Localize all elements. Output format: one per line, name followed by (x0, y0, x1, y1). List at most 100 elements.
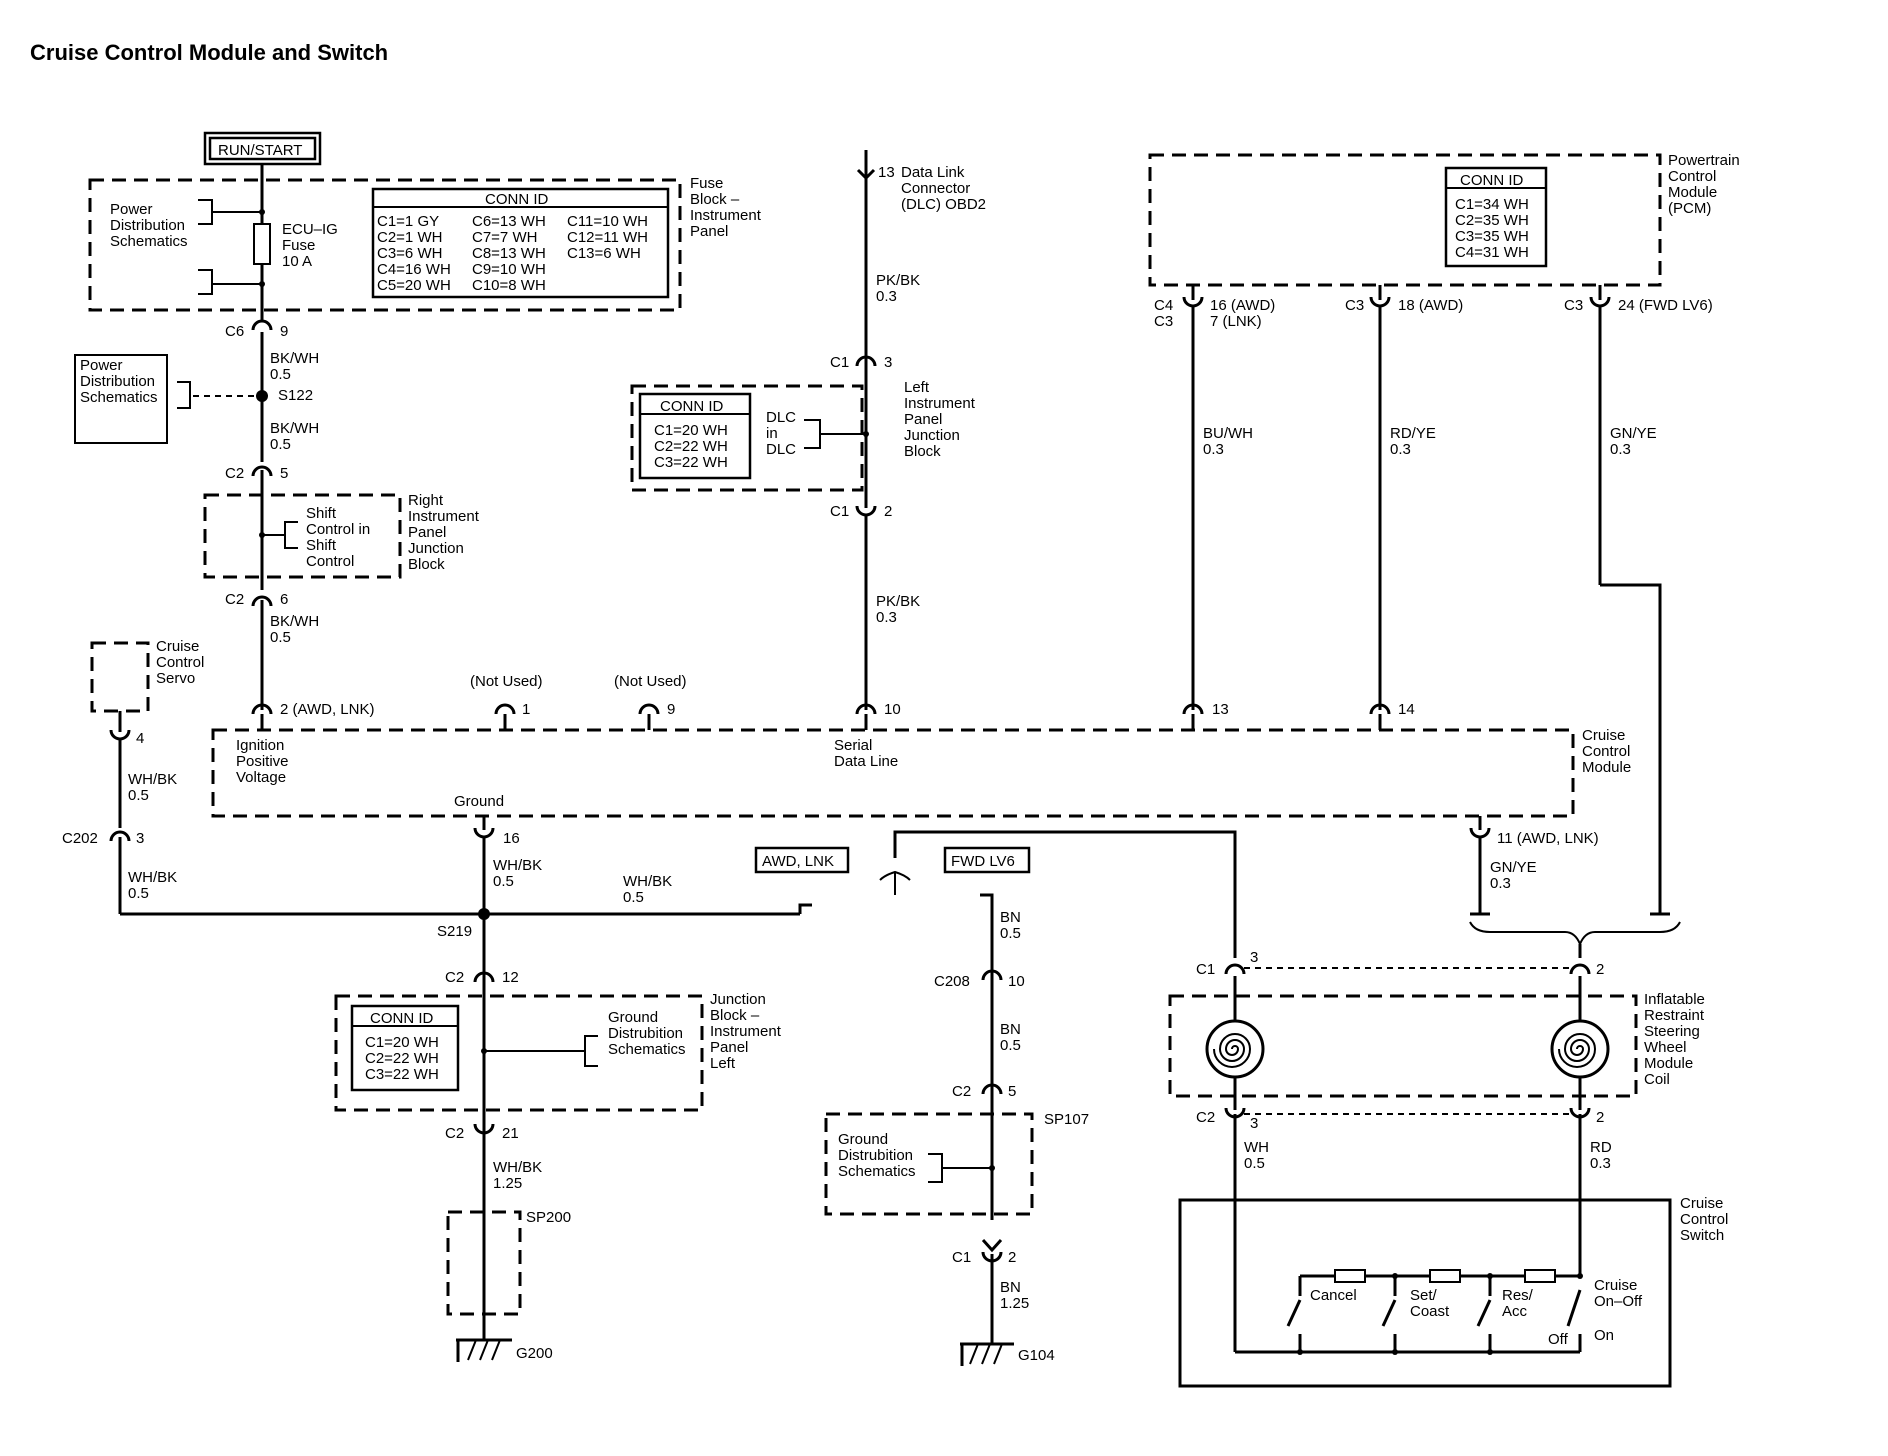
ccm-p16: 16 (503, 830, 520, 847)
shift-bracket (284, 521, 298, 549)
power-dist-2: Schematics (110, 233, 188, 250)
coil-left-spiral-icon (1205, 1019, 1265, 1079)
coil-wl-gauge: 0.5 (1244, 1155, 1265, 1172)
pcm-p1-pin-0: 16 (AWD) (1210, 297, 1275, 314)
jb-conn-c2: C2=22 WH (365, 1050, 439, 1067)
pcm-conn-c4: C4=31 WH (1455, 244, 1529, 261)
fuse-label-2: 10 A (282, 253, 312, 270)
ccm-serial-1: Data Line (834, 753, 898, 770)
connector-c6 (251, 319, 273, 331)
fwd-w2-gauge: 0.5 (1000, 1037, 1021, 1054)
pcm-p3-conn: C3 (1564, 297, 1583, 314)
coil-c2-pin2: 2 (1596, 1109, 1604, 1126)
lip-1: Instrument (904, 395, 976, 412)
fuse-conn-c4: C4=16 WH (377, 261, 451, 278)
connector-c202 (109, 830, 131, 842)
lip-2: Panel (904, 411, 942, 428)
switch-label-0: Cruise (1680, 1195, 1723, 1212)
lip-3: Junction (904, 427, 960, 444)
fuse-conn-c7: C7=7 WH (472, 229, 537, 246)
pd2-2: Schematics (80, 389, 158, 406)
power-dist-1: Distribution (110, 217, 185, 234)
switch-onoff-contact-icon (1566, 1273, 1583, 1352)
fuse-block-label-1: Block – (690, 191, 740, 208)
switch-cancel: Cancel (1310, 1287, 1357, 1304)
coil-label-2: Steering (1644, 1023, 1700, 1040)
switch-set-0: Set/ (1410, 1287, 1438, 1304)
fwd-w1-color: BN (1000, 909, 1021, 926)
jb-0: Junction (710, 991, 766, 1008)
servo-w-color: WH/BK (128, 771, 177, 788)
fuse-conn-c1: C1=1 GY (377, 213, 439, 230)
pcm-label-1: Control (1668, 168, 1716, 185)
rip-box (203, 493, 402, 579)
fuse-symbol (253, 223, 271, 265)
fwd-w3-color: BN (1000, 1279, 1021, 1296)
jb-bracket (584, 1035, 598, 1067)
pcm-p1-conn-0: C4 (1154, 297, 1173, 314)
dlc-w2-gauge: 0.3 (876, 609, 897, 626)
wire-gnye-2 (1600, 583, 1662, 914)
pcm-label-0: Powertrain (1668, 152, 1740, 169)
pd2-1: Distribution (80, 373, 155, 390)
rip-3: Junction (408, 540, 464, 557)
coil-c2: C2 (1196, 1109, 1215, 1126)
ccm-p2: 2 (AWD, LNK) (280, 701, 374, 718)
c2b-pin: 6 (280, 591, 288, 608)
resistor-cancel-icon (1334, 1269, 1366, 1283)
pcm-label-2: Module (1668, 184, 1717, 201)
fuse-conn-c6: C6=13 WH (472, 213, 546, 230)
gp-c2a: C2 (445, 969, 464, 986)
ccm-p1: 1 (522, 701, 530, 718)
switch-onoff-0: Cruise (1594, 1277, 1637, 1294)
pcm-conn-c3: C3=35 WH (1455, 228, 1529, 245)
fuse-conn-c11: C11=10 WH (567, 213, 648, 230)
servo-box (90, 641, 150, 713)
gp-w2-color: WH/BK (623, 873, 672, 890)
pcm-w2-gauge: 0.3 (1390, 441, 1411, 458)
gp-c2a-pin: 12 (502, 969, 519, 986)
jb-conn-c1: C1=20 WH (365, 1034, 439, 1051)
ccm-box (211, 728, 1575, 818)
fwd-gd-2: Schematics (838, 1163, 916, 1180)
fwd-c208-pin: 10 (1008, 973, 1025, 990)
ccm-ign-1: Positive (236, 753, 289, 770)
dlc-in-0: DLC (766, 409, 796, 426)
lip-conn-c2: C2=22 WH (654, 438, 728, 455)
fuse-block-label-2: Instrument (690, 207, 762, 224)
gp-w1-color: WH/BK (493, 857, 542, 874)
pd2-bracket (177, 381, 191, 409)
switch-res-0: Res/ (1502, 1287, 1534, 1304)
servo-0: Cruise (156, 638, 199, 655)
node-fuse-top (259, 209, 265, 215)
coil-c1: C1 (1196, 961, 1215, 978)
ccm-serial-0: Serial (834, 737, 872, 754)
switch-set-contact-icon (1381, 1273, 1398, 1355)
fwd-gd-0: Ground (838, 1131, 888, 1148)
ccm-label-0: Cruise (1582, 727, 1625, 744)
switch-off: Off (1548, 1331, 1569, 1348)
fwd-lv6-end (980, 893, 994, 905)
fwd-c1: C1 (952, 1249, 971, 1266)
awd-lnk-box (754, 846, 850, 874)
splice-s219 (478, 908, 490, 920)
switch-label-2: Switch (1680, 1227, 1724, 1244)
fuse-conn-c10: C10=8 WH (472, 277, 546, 294)
fwd-c2-pin: 5 (1008, 1083, 1016, 1100)
gd-1: Distrubition (608, 1025, 683, 1042)
coil-c1-pin2: 2 (1596, 961, 1604, 978)
rip-4: Block (408, 556, 445, 573)
dlc-c1b: C1 (830, 503, 849, 520)
switch-res-1: Acc (1502, 1303, 1528, 1320)
node-sp107 (989, 1165, 995, 1171)
jb-4: Left (710, 1055, 736, 1072)
power-dist-box-2 (74, 354, 168, 444)
coil-wl-color: WH (1244, 1139, 1269, 1156)
fuse-block-label-3: Panel (690, 223, 728, 240)
c202-label: C202 (62, 830, 98, 847)
pd2-0: Power (80, 357, 123, 374)
option-brace-2 (879, 870, 911, 895)
coil-label-3: Wheel (1644, 1039, 1687, 1056)
sp107-label: SP107 (1044, 1111, 1089, 1128)
connector-c2-pin6 (251, 595, 273, 607)
